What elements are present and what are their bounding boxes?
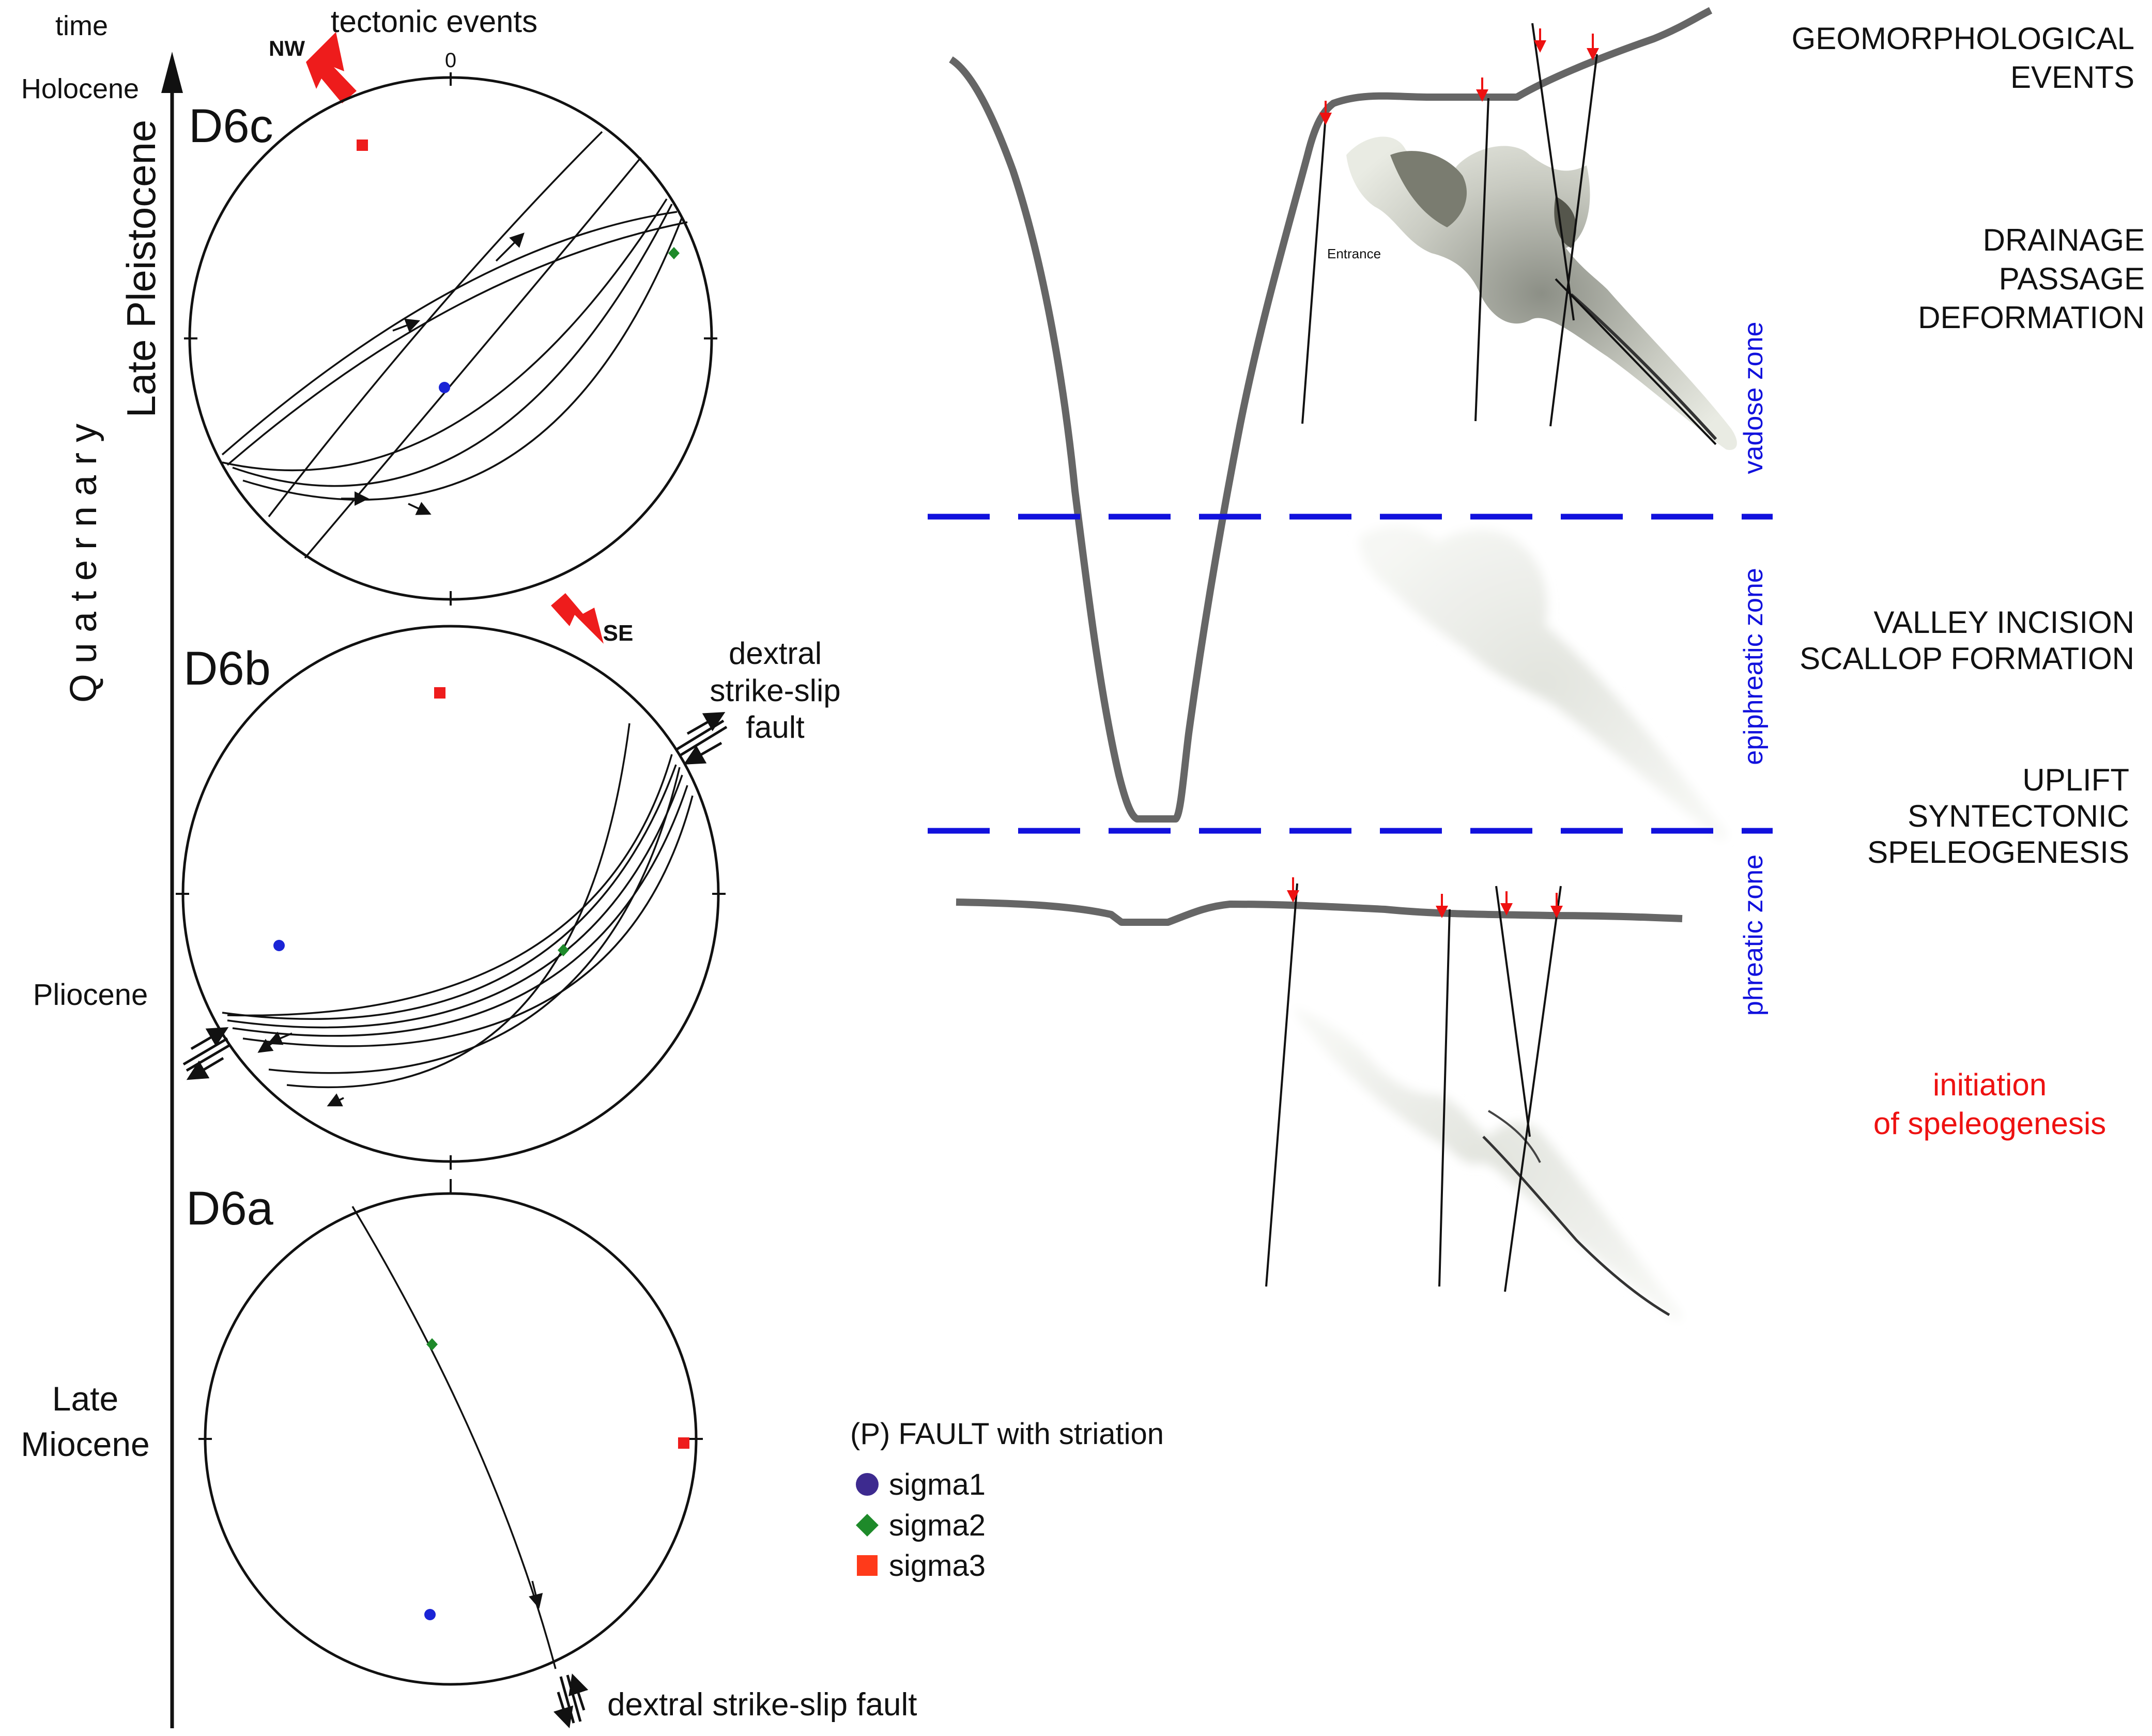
epoch-late-pleistocene: Late Pleistocene xyxy=(118,120,164,418)
time-label: time xyxy=(55,10,108,41)
uplift-line2: SYNTECTONIC xyxy=(1908,799,2129,833)
d6c-label: D6c xyxy=(189,100,273,152)
drainage-line2: PASSAGE xyxy=(1999,261,2145,296)
tectonic-events-title: tectonic events xyxy=(331,4,537,39)
fault-planes-d6c xyxy=(221,131,688,559)
north-zero-label: 0 xyxy=(445,49,456,72)
fault-b-line1: dextral xyxy=(729,636,822,671)
sigma1-marker xyxy=(439,382,450,393)
legend-title: (P) FAULT with striation xyxy=(850,1417,1164,1451)
drainage-line1: DRAINAGE xyxy=(1983,223,2145,257)
epoch-pliocene: Pliocene xyxy=(33,978,148,1012)
sigma3-marker xyxy=(678,1437,689,1449)
dextral-symbol-ne-icon xyxy=(676,712,728,765)
stereonet-d6a: D6a dextral strike-slip fault xyxy=(186,1179,917,1729)
initiation-line1: initiation xyxy=(1933,1067,2047,1102)
legend-sigma1-icon xyxy=(856,1473,879,1496)
se-label: SE xyxy=(603,621,634,646)
nw-label: NW xyxy=(269,36,305,60)
phreatic-zone-label: phreatic zone xyxy=(1739,855,1769,1016)
striation-arrows-d6c xyxy=(341,233,525,515)
fault-offset-markers-upper xyxy=(1319,28,1599,125)
stereonet-d6b-circle xyxy=(181,625,720,1163)
epiphreatic-zone-label: epiphreatic zone xyxy=(1739,568,1769,765)
d6b-label: D6b xyxy=(183,642,271,695)
valley-profile xyxy=(949,7,1713,823)
initiation-line2: of speleogenesis xyxy=(1873,1106,2106,1141)
cave-vadose: Entrance xyxy=(1327,136,1737,450)
cave-phreatic xyxy=(1292,1008,1682,1321)
sigma2-marker xyxy=(668,247,680,259)
nw-arrow-icon xyxy=(306,32,357,103)
stereonet-d6c-circle xyxy=(188,76,713,601)
epoch-miocene: Miocene xyxy=(21,1425,149,1463)
epoch-late: Late xyxy=(52,1380,118,1418)
period-quaternary: Q u a t e r n a r y xyxy=(63,424,104,703)
stereonet-d6a-circle xyxy=(204,1192,698,1686)
entrance-label: Entrance xyxy=(1327,246,1381,261)
fault-offset-markers-lower xyxy=(1287,877,1563,918)
cave-epiphreatic xyxy=(1359,526,1727,839)
fault-a-label: dextral strike-slip fault xyxy=(607,1687,917,1723)
drainage-line3: DEFORMATION xyxy=(1918,300,2145,335)
striation-arrow-d6a xyxy=(529,1580,543,1609)
dextral-symbol-s-icon xyxy=(553,1673,589,1729)
vadose-zone-label: vadose zone xyxy=(1739,322,1769,474)
legend-sigma2: sigma2 xyxy=(889,1509,986,1542)
geomorph-line1: GEOMORPHOLOGICAL xyxy=(1792,21,2134,56)
sigma3-marker xyxy=(434,687,445,699)
stereonet-d6b: D6b dextral strike-slip fault xyxy=(176,625,841,1170)
fault-b-line2: strike-slip xyxy=(710,673,840,708)
fault-plane-d6a xyxy=(351,1206,557,1669)
uplift-line3: SPELEOGENESIS xyxy=(1867,835,2129,870)
stereonet-d6c: D6c xyxy=(184,72,717,606)
epoch-holocene: Holocene xyxy=(21,73,139,104)
sigma1-marker xyxy=(424,1609,436,1620)
valley-line1: VALLEY INCISION xyxy=(1873,605,2134,640)
d6a-label: D6a xyxy=(186,1182,274,1235)
sigma1-marker xyxy=(273,940,285,951)
legend-sigma2-icon xyxy=(856,1514,879,1537)
time-axis-arrowhead xyxy=(161,52,183,93)
fault-planes-d6b xyxy=(222,723,694,1089)
legend-sigma1: sigma1 xyxy=(889,1468,986,1501)
uplift-line1: UPLIFT xyxy=(2022,763,2129,797)
cross-section: Entrance xyxy=(928,7,1773,1321)
legend-sigma3: sigma3 xyxy=(889,1549,986,1583)
faults-upper xyxy=(1301,23,1717,445)
geomorphological-events: GEOMORPHOLOGICAL EVENTS DRAINAGE PASSAGE… xyxy=(1792,21,2145,1141)
valley-line2: SCALLOP FORMATION xyxy=(1800,641,2134,676)
sigma2-marker xyxy=(426,1338,438,1351)
striation-arrows-d6b xyxy=(257,1031,344,1107)
timeline: time Holocene Late Pleistocene Q u a t e… xyxy=(21,10,183,1728)
legend-sigma3-icon xyxy=(857,1555,878,1576)
tectonic-events: tectonic events 0 NW SE xyxy=(176,4,917,1729)
geomorph-line2: EVENTS xyxy=(2010,60,2134,95)
initial-profile xyxy=(956,898,1683,926)
se-arrow-icon xyxy=(551,593,604,644)
fault-b-line3: fault xyxy=(746,710,805,745)
dextral-symbol-sw-icon xyxy=(182,1027,232,1080)
sigma3-marker xyxy=(357,140,368,151)
legend: (P) FAULT with striation sigma1 sigma2 s… xyxy=(850,1417,1164,1583)
sigma2-marker xyxy=(558,944,569,956)
faults-lower xyxy=(1265,883,1562,1292)
